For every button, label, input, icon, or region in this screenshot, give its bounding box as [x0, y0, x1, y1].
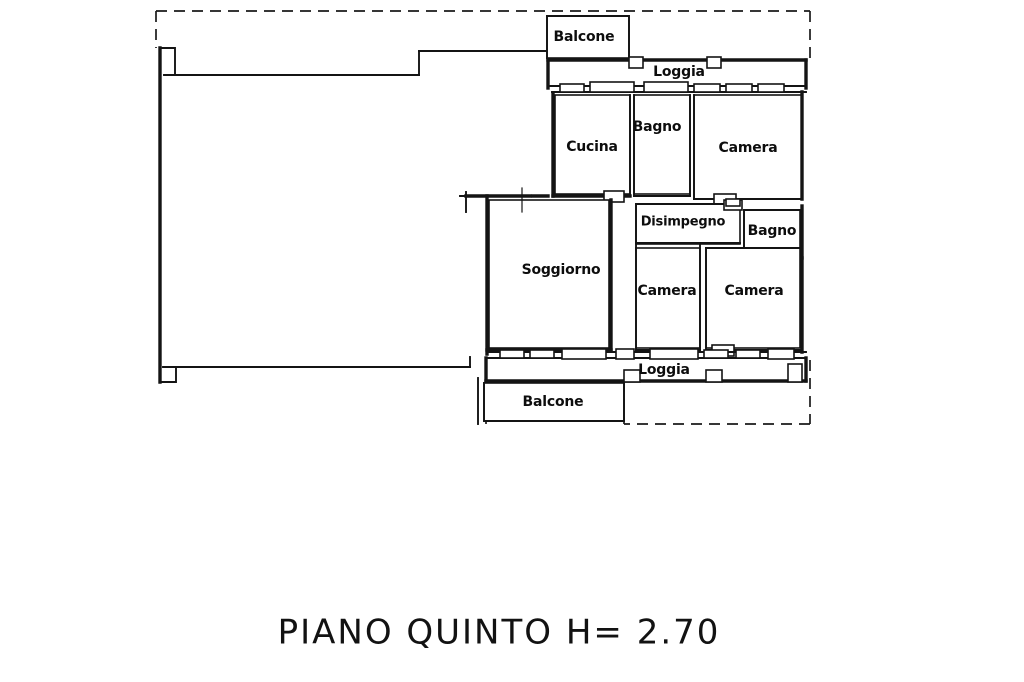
room-balcone-bottom	[477, 377, 625, 425]
room-label-balcone-bottom: Balcone	[523, 394, 584, 410]
room-label-camera-top: Camera	[719, 140, 778, 156]
room-camera-right	[705, 247, 804, 357]
room-label-camera-right: Camera	[725, 283, 784, 299]
windows-bottom-wall	[486, 348, 807, 360]
room-label-loggia-top: Loggia	[653, 64, 705, 80]
room-balcone-top	[546, 15, 630, 59]
room-label-cucina: Cucina	[566, 139, 618, 155]
room-soggiorno	[459, 187, 613, 356]
room-label-disimpegno: Disimpegno	[641, 215, 726, 230]
room-labels: Balcone Loggia Cucina Bagno Camera Disim…	[522, 29, 798, 410]
room-loggia-bottom	[484, 356, 808, 385]
room-cucina	[551, 91, 632, 203]
room-label-loggia-bottom: Loggia	[638, 362, 690, 378]
room-camera-mid	[635, 242, 701, 351]
terrace-outline	[158, 46, 549, 384]
room-label-bagno-right: Bagno	[748, 223, 797, 239]
windows-top-wall	[559, 81, 785, 93]
room-bagno-top	[633, 94, 691, 197]
plan-caption: PIANO QUINTO H= 2.70	[278, 613, 721, 653]
room-label-balcone-top: Balcone	[554, 29, 615, 45]
room-camera-top	[693, 90, 804, 206]
room-disimpegno	[635, 198, 743, 251]
room-label-bagno-top: Bagno	[633, 119, 682, 135]
room-label-soggiorno: Soggiorno	[522, 262, 601, 278]
room-label-camera-mid: Camera	[638, 283, 697, 299]
